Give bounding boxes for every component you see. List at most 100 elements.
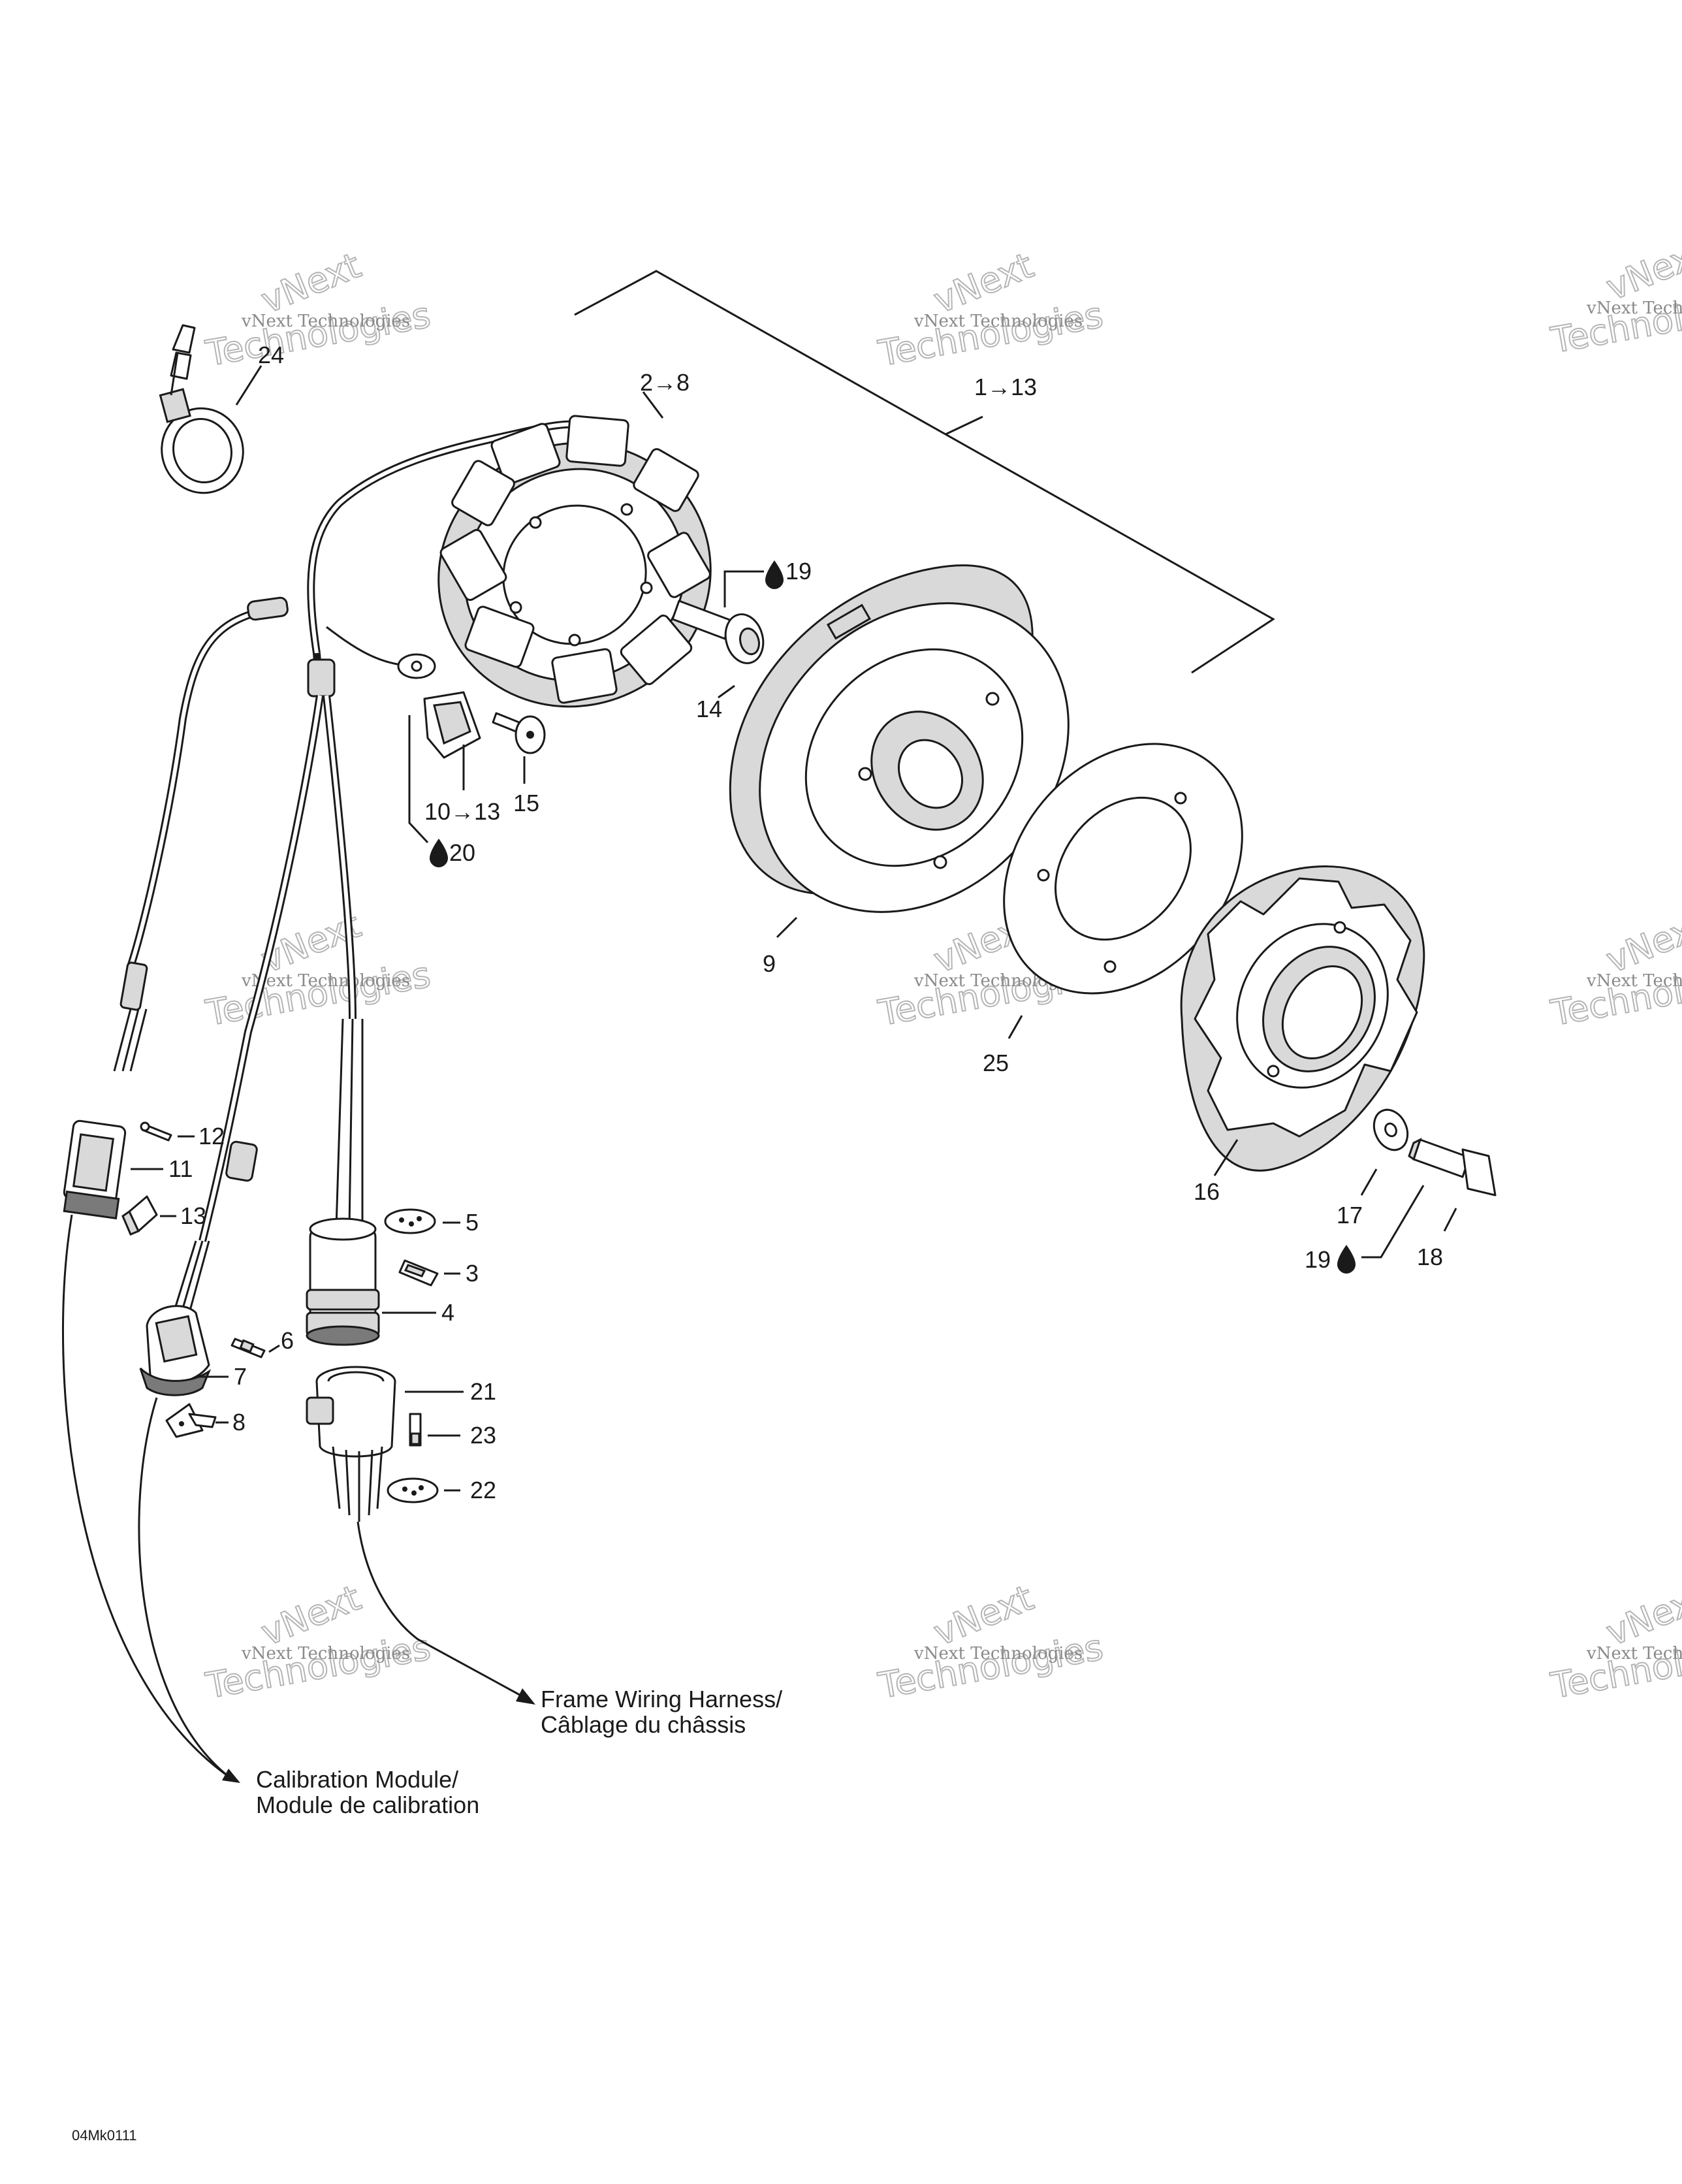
pickup-sensor [397, 653, 481, 759]
watermark-vnext: vNext [1600, 232, 1682, 309]
leader-24 [235, 365, 262, 406]
calibration-module-label-en: Calibration Module/ [256, 1766, 458, 1793]
frame-harness-label-en: Frame Wiring Harness/ [541, 1686, 782, 1712]
callout-15: 15 [513, 790, 539, 816]
figure-code: 04Mk0111 [72, 2127, 136, 2144]
leader-20 [408, 715, 429, 844]
callout-19-upper: 19 [785, 558, 812, 585]
stator [437, 415, 712, 708]
callout-1-13: 1→13 [974, 374, 1037, 400]
callout-17: 17 [1337, 1202, 1363, 1228]
watermark: vNext Technologies vNext Technologies [202, 904, 434, 1035]
washer-17 [1373, 1108, 1409, 1151]
watermark-text: vNext Technologies [913, 312, 1083, 331]
callout-6: 6 [281, 1327, 294, 1354]
callout-10-13: 10→13 [424, 798, 500, 825]
clip-13 [121, 1195, 158, 1236]
bolt-18 [1408, 1138, 1497, 1196]
drop-icon [430, 839, 448, 867]
callout-18: 18 [1417, 1244, 1443, 1270]
callout-5: 5 [466, 1209, 479, 1236]
seal-22 [387, 1477, 439, 1503]
callout-12: 12 [198, 1123, 225, 1149]
watermark: vNext Technologies vNext Technologies [874, 1577, 1107, 1707]
screw-15 [492, 712, 546, 754]
starter-cup-16 [1180, 865, 1425, 1172]
kit-bracket-leader [945, 415, 983, 436]
arrow-icon [516, 1688, 535, 1705]
callout-2-8: 2→8 [640, 369, 690, 396]
seal-8 [165, 1403, 217, 1438]
watermark-text: vNext Technologies [241, 1644, 410, 1663]
callout-4: 4 [441, 1299, 454, 1326]
watermark-text: vNext Technologies [241, 312, 410, 331]
calibration-arrow-line-a [61, 1214, 229, 1778]
watermark-vnext: vNext [1600, 905, 1682, 982]
callout-20: 20 [449, 839, 475, 866]
callout-3: 3 [466, 1260, 479, 1287]
leader-16 [1213, 1139, 1239, 1176]
leader-6 [268, 1344, 280, 1353]
wire-harness [113, 420, 604, 1313]
callout-23: 23 [470, 1422, 496, 1449]
watermark-technologies: Technologies [202, 1627, 434, 1707]
leader-18 [1443, 1208, 1457, 1232]
leader-19-lower [1361, 1185, 1425, 1259]
leader-17 [1360, 1168, 1378, 1196]
watermark-text: vNext Technologies [241, 971, 410, 991]
watermark-technologies: Technologies [875, 295, 1106, 374]
terminal-3 [398, 1259, 439, 1287]
frame-harness-arrow-line [357, 1521, 526, 1699]
watermark: vNext Technologies vNext Technologies [202, 1577, 434, 1707]
callout-9: 9 [763, 950, 776, 977]
callout-14: 14 [696, 696, 722, 722]
terminal-6 [230, 1338, 266, 1358]
drop-icon [1337, 1245, 1356, 1274]
watermark: vNext Technologies vNext Technologies [202, 244, 434, 375]
callout-25: 25 [983, 1050, 1009, 1076]
callout-11: 11 [168, 1155, 193, 1182]
callout-21: 21 [470, 1378, 496, 1405]
leader-25 [1008, 1015, 1023, 1039]
seal-5 [384, 1208, 436, 1234]
callout-13: 13 [180, 1202, 206, 1229]
watermark-text: vNext Technologies [1586, 298, 1682, 318]
calibration-arrow-line-b [138, 1397, 229, 1778]
ring-25 [1003, 743, 1243, 995]
callout-16: 16 [1194, 1178, 1220, 1205]
callout-24: 24 [258, 342, 284, 368]
watermark-text: vNext Technologies [913, 1644, 1083, 1663]
drop-icon [765, 560, 784, 589]
connector-21 [306, 1366, 396, 1522]
terminal-12 [140, 1121, 172, 1142]
callout-19-lower: 19 [1305, 1246, 1331, 1273]
leader-19-upper [723, 570, 764, 607]
calibration-module-label-fr: Module de calibration [256, 1791, 479, 1818]
watermark-technologies: Technologies [875, 1627, 1106, 1707]
watermark-vnext: vNext [1600, 1577, 1682, 1654]
flywheel [729, 564, 1070, 913]
leader-9 [776, 916, 798, 939]
connector-7 [139, 1305, 212, 1396]
connector-4 [306, 1217, 380, 1346]
arrow-icon [222, 1769, 240, 1783]
callout-8: 8 [232, 1409, 246, 1436]
watermark: vNext Technologies vNext Technologies [874, 244, 1107, 375]
kit-bracket [574, 270, 1275, 674]
watermark: vNext Technologies vNext Technologies [1547, 904, 1682, 1035]
watermark-technologies: Technologies [202, 954, 434, 1034]
watermark: vNext Technologies vNext Technologies [1547, 231, 1682, 362]
bolt-14 [671, 600, 765, 664]
watermark-text: vNext Technologies [1586, 971, 1682, 991]
leader-14 [718, 684, 735, 699]
terminal-23 [409, 1413, 422, 1447]
watermark-text: vNext Technologies [1586, 1644, 1682, 1663]
watermark: vNext Technologies vNext Technologies [1547, 1577, 1682, 1707]
connector-11 [63, 1119, 127, 1220]
leader-2-8 [642, 391, 664, 419]
watermark-technologies: Technologies [202, 295, 434, 374]
cable-tie [159, 324, 244, 494]
callout-7: 7 [234, 1363, 247, 1390]
frame-harness-label-fr: Câblage du châssis [541, 1711, 746, 1738]
